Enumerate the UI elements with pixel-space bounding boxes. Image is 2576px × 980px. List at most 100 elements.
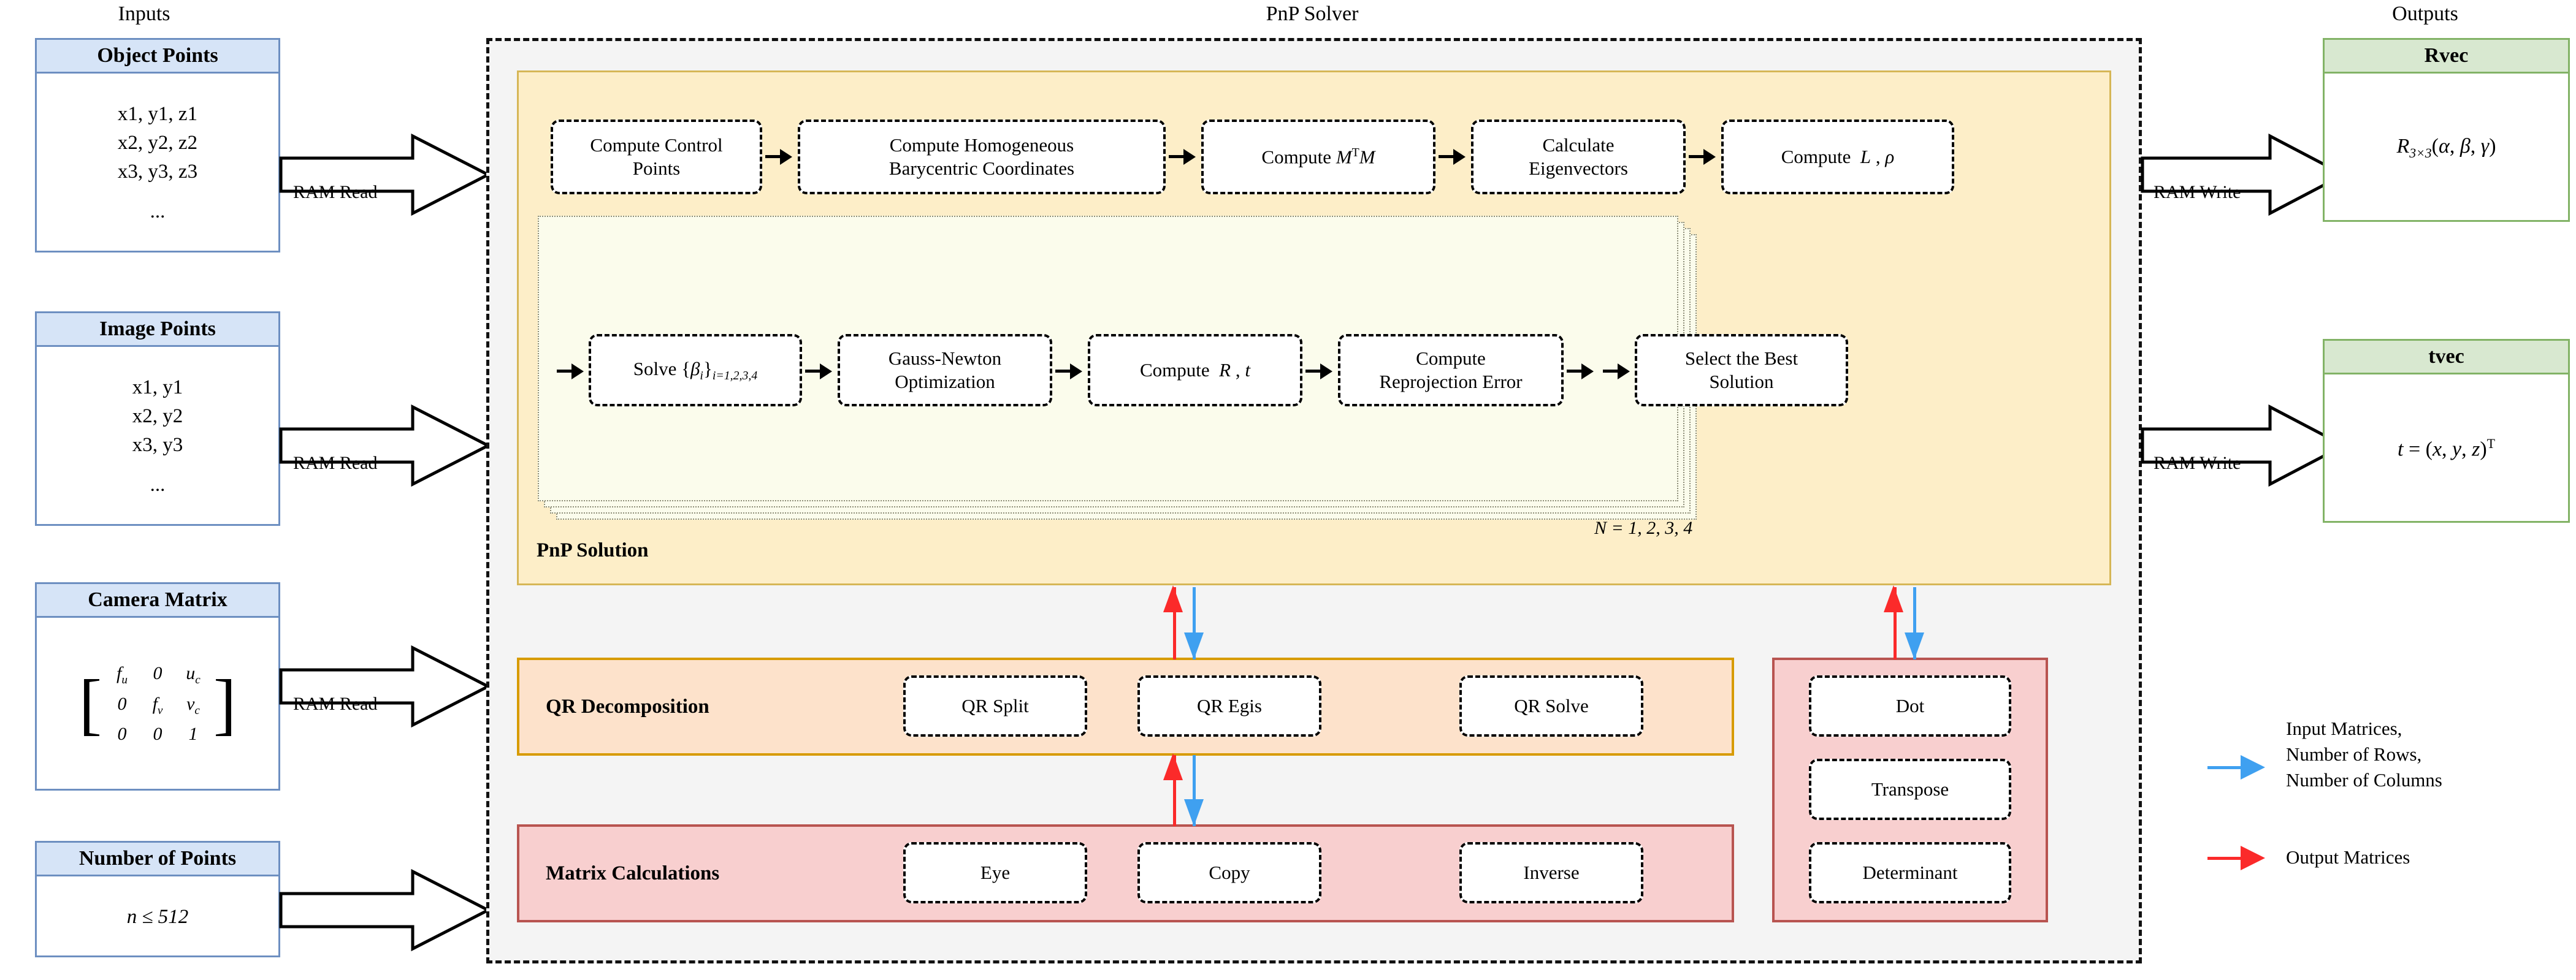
tvec-value: t = (x, y, z)T	[2398, 436, 2495, 461]
node-label: Compute Reprojection Error	[1379, 347, 1522, 393]
node-compute-r-t[interactable]: Compute R , t	[1088, 334, 1302, 406]
image-point-row: x1, y1	[132, 376, 183, 399]
connector-line	[1439, 155, 1454, 158]
image-point-row: x2, y2	[132, 405, 183, 428]
output-card-tvec[interactable]: tvec t = (x, y, z)T	[2323, 339, 2570, 523]
input-card-body: x1, y1, z1 x2, y2, z2 x3, y3, z3 ...	[37, 74, 278, 253]
node-label: Solve {βi}i=1,2,3,4	[633, 357, 758, 383]
node-label: Select the Best Solution	[1685, 347, 1798, 393]
node-compute-mtm[interactable]: Compute MTM	[1201, 120, 1435, 194]
input-card-camera-matrix[interactable]: Camera Matrix [ fu 0 uc 0 fv vc 0 0 1 ]	[35, 582, 280, 791]
node-label-line: Copy	[1209, 862, 1250, 884]
ram-write-arrow-rvec	[2141, 133, 2347, 216]
ram-read-arrow-number-of-points	[279, 868, 492, 952]
legend-input-arrow-line	[2207, 766, 2243, 769]
node-compute-l-rho[interactable]: Compute L , ρ	[1721, 120, 1954, 194]
ram-read-label: RAM Read	[293, 182, 378, 202]
input-card-body: [ fu 0 uc 0 fv vc 0 0 1 ]	[37, 618, 278, 791]
node-dot[interactable]: Dot	[1809, 675, 2011, 737]
matrix-cell: 0	[117, 723, 127, 744]
connector-line	[1567, 370, 1583, 373]
node-compute-homogeneous-barycentric-coordinates[interactable]: Compute Homogeneous Barycentric Coordina…	[798, 120, 1166, 194]
ram-write-label: RAM Write	[2154, 453, 2241, 473]
input-matrices-connector-line	[1193, 755, 1196, 826]
node-label-line: Reprojection Error	[1379, 371, 1523, 392]
input-matrices-arrow-icon	[1184, 632, 1204, 659]
input-card-image-points[interactable]: Image Points x1, y1 x2, y2 x3, y3 ...	[35, 311, 280, 526]
node-label-line: Barycentric Coordinates	[889, 158, 1075, 179]
solver-caption: PnP Solver	[1266, 2, 1359, 25]
node-transpose[interactable]: Transpose	[1809, 759, 2011, 820]
node-label: Compute R , t	[1140, 359, 1250, 382]
input-matrices-connector-line	[1193, 587, 1196, 659]
output-matrices-connector-line	[1894, 587, 1897, 659]
connector-arrow-icon	[1070, 363, 1082, 379]
ram-read-arrow-camera-matrix	[279, 645, 492, 728]
ram-write-arrow-tvec	[2141, 404, 2347, 487]
output-matrices-arrow-icon	[1163, 585, 1183, 612]
node-qr-egis[interactable]: QR Egis	[1137, 675, 1321, 737]
connector-line	[557, 370, 573, 373]
legend-line: Input Matrices,	[2286, 718, 2402, 739]
node-gauss-newton-optimization[interactable]: Gauss-Newton Optimization	[838, 334, 1052, 406]
output-card-title: tvec	[2325, 341, 2568, 374]
node-label-line: Eye	[980, 862, 1011, 884]
node-qr-solve[interactable]: QR Solve	[1459, 675, 1643, 737]
rvec-value: R3×3(α, β, γ)	[2396, 134, 2496, 161]
connector-line	[765, 155, 781, 158]
matrix-cell: fu	[117, 663, 128, 687]
node-compute-reprojection-error[interactable]: Compute Reprojection Error	[1338, 334, 1564, 406]
node-label: Compute MTM	[1261, 145, 1375, 169]
node-compute-control-points[interactable]: Compute Control Points	[551, 120, 762, 194]
output-matrices-connector-line	[1173, 755, 1176, 826]
matrix-cell: 0	[153, 723, 162, 744]
legend-output-arrow-icon	[2241, 846, 2265, 870]
node-qr-split[interactable]: QR Split	[903, 675, 1087, 737]
node-label-line: Solution	[1709, 371, 1774, 392]
matrix-cell: 0	[117, 693, 127, 714]
camera-matrix: [ fu 0 uc 0 fv vc 0 0 1 ]	[79, 661, 237, 747]
connector-line	[805, 370, 821, 373]
node-copy[interactable]: Copy	[1137, 842, 1321, 903]
input-card-object-points[interactable]: Object Points x1, y1, z1 x2, y2, z2 x3, …	[35, 38, 280, 253]
image-point-ellipsis: ...	[150, 473, 166, 496]
node-label-line: Optimization	[895, 371, 995, 392]
node-label: Compute Homogeneous Barycentric Coordina…	[889, 134, 1074, 180]
pnp-loop-count-label: N = 1, 2, 3, 4	[1594, 518, 1693, 538]
node-solve-betas[interactable]: Solve {βi}i=1,2,3,4	[589, 334, 802, 406]
node-label: Compute Control Points	[590, 134, 722, 180]
node-label-line: Dot	[1895, 695, 1925, 717]
node-eye[interactable]: Eye	[903, 842, 1087, 903]
bracket-right-icon: ]	[213, 666, 237, 742]
legend-output-label: Output Matrices	[2286, 845, 2410, 870]
node-label-line: Points	[632, 158, 681, 179]
node-label-line: Compute R , t	[1140, 359, 1250, 381]
legend-input-label: Input Matrices, Number of Rows, Number o…	[2286, 716, 2442, 793]
output-matrices-connector-line	[1173, 587, 1176, 659]
connector-line	[1603, 370, 1619, 373]
object-point-ellipsis: ...	[150, 200, 166, 222]
connector-line	[1055, 370, 1071, 373]
output-card-rvec[interactable]: Rvec R3×3(α, β, γ)	[2323, 38, 2570, 222]
node-inverse[interactable]: Inverse	[1459, 842, 1643, 903]
pnp-solution-title: PnP Solution	[537, 539, 649, 561]
ram-read-label: RAM Read	[293, 694, 378, 714]
legend-output-arrow-line	[2207, 857, 2243, 860]
node-label-line: Compute L , ρ	[1781, 146, 1895, 168]
node-calculate-eigenvectors[interactable]: Calculate Eigenvectors	[1471, 120, 1686, 194]
connector-arrow-icon	[571, 363, 584, 379]
node-determinant[interactable]: Determinant	[1809, 842, 2011, 903]
node-label-line: Compute Homogeneous	[889, 134, 1074, 156]
node-select-the-best-solution[interactable]: Select the Best Solution	[1635, 334, 1848, 406]
legend-line: Number of Columns	[2286, 769, 2442, 791]
node-label-line: QR Solve	[1514, 695, 1589, 717]
connector-arrow-icon	[780, 149, 792, 165]
object-point-row: x2, y2, z2	[117, 132, 198, 154]
connector-arrow-icon	[1183, 149, 1196, 165]
input-card-number-of-points[interactable]: Number of Points n ≤ 512	[35, 841, 280, 957]
matrix-cell: fv	[152, 693, 163, 717]
input-card-title: Image Points	[37, 313, 278, 347]
node-label-line: Determinant	[1862, 862, 1958, 884]
connector-arrow-icon	[1703, 149, 1716, 165]
camera-matrix-grid: fu 0 uc 0 fv vc 0 0 1	[102, 661, 213, 747]
